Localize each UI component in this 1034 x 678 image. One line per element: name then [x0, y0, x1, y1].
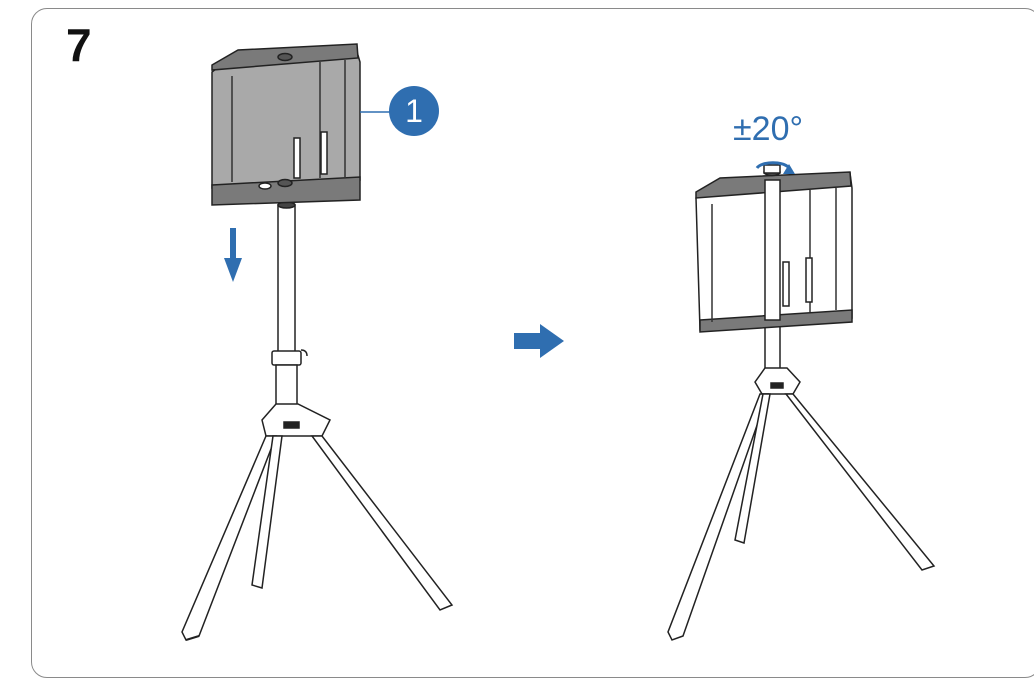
- left-pole-lower: [275, 364, 298, 408]
- left-stand: [181, 201, 454, 641]
- left-leg-right: [310, 435, 454, 611]
- right-pole-upper: [764, 179, 781, 321]
- left-collar: [271, 350, 302, 366]
- right-leg-front: [667, 393, 770, 641]
- left-pole-upper: [277, 204, 296, 356]
- left-leg-back: [251, 435, 283, 589]
- right-leg-right: [784, 393, 936, 571]
- right-stand: [667, 319, 936, 641]
- right-head: [754, 367, 801, 395]
- left-bracket: [211, 43, 361, 206]
- arrow-down-icon: [224, 228, 242, 282]
- assembly-illustration: [181, 43, 936, 641]
- rotation-label: ±20°: [733, 110, 804, 148]
- right-bracket: [695, 164, 853, 333]
- rotate-icon: [755, 161, 795, 174]
- arrow-right-icon: [514, 324, 564, 358]
- right-leg-back: [734, 393, 771, 544]
- callout-badge: 1: [389, 86, 439, 136]
- left-head: [261, 403, 332, 437]
- step-number: 7: [66, 19, 92, 71]
